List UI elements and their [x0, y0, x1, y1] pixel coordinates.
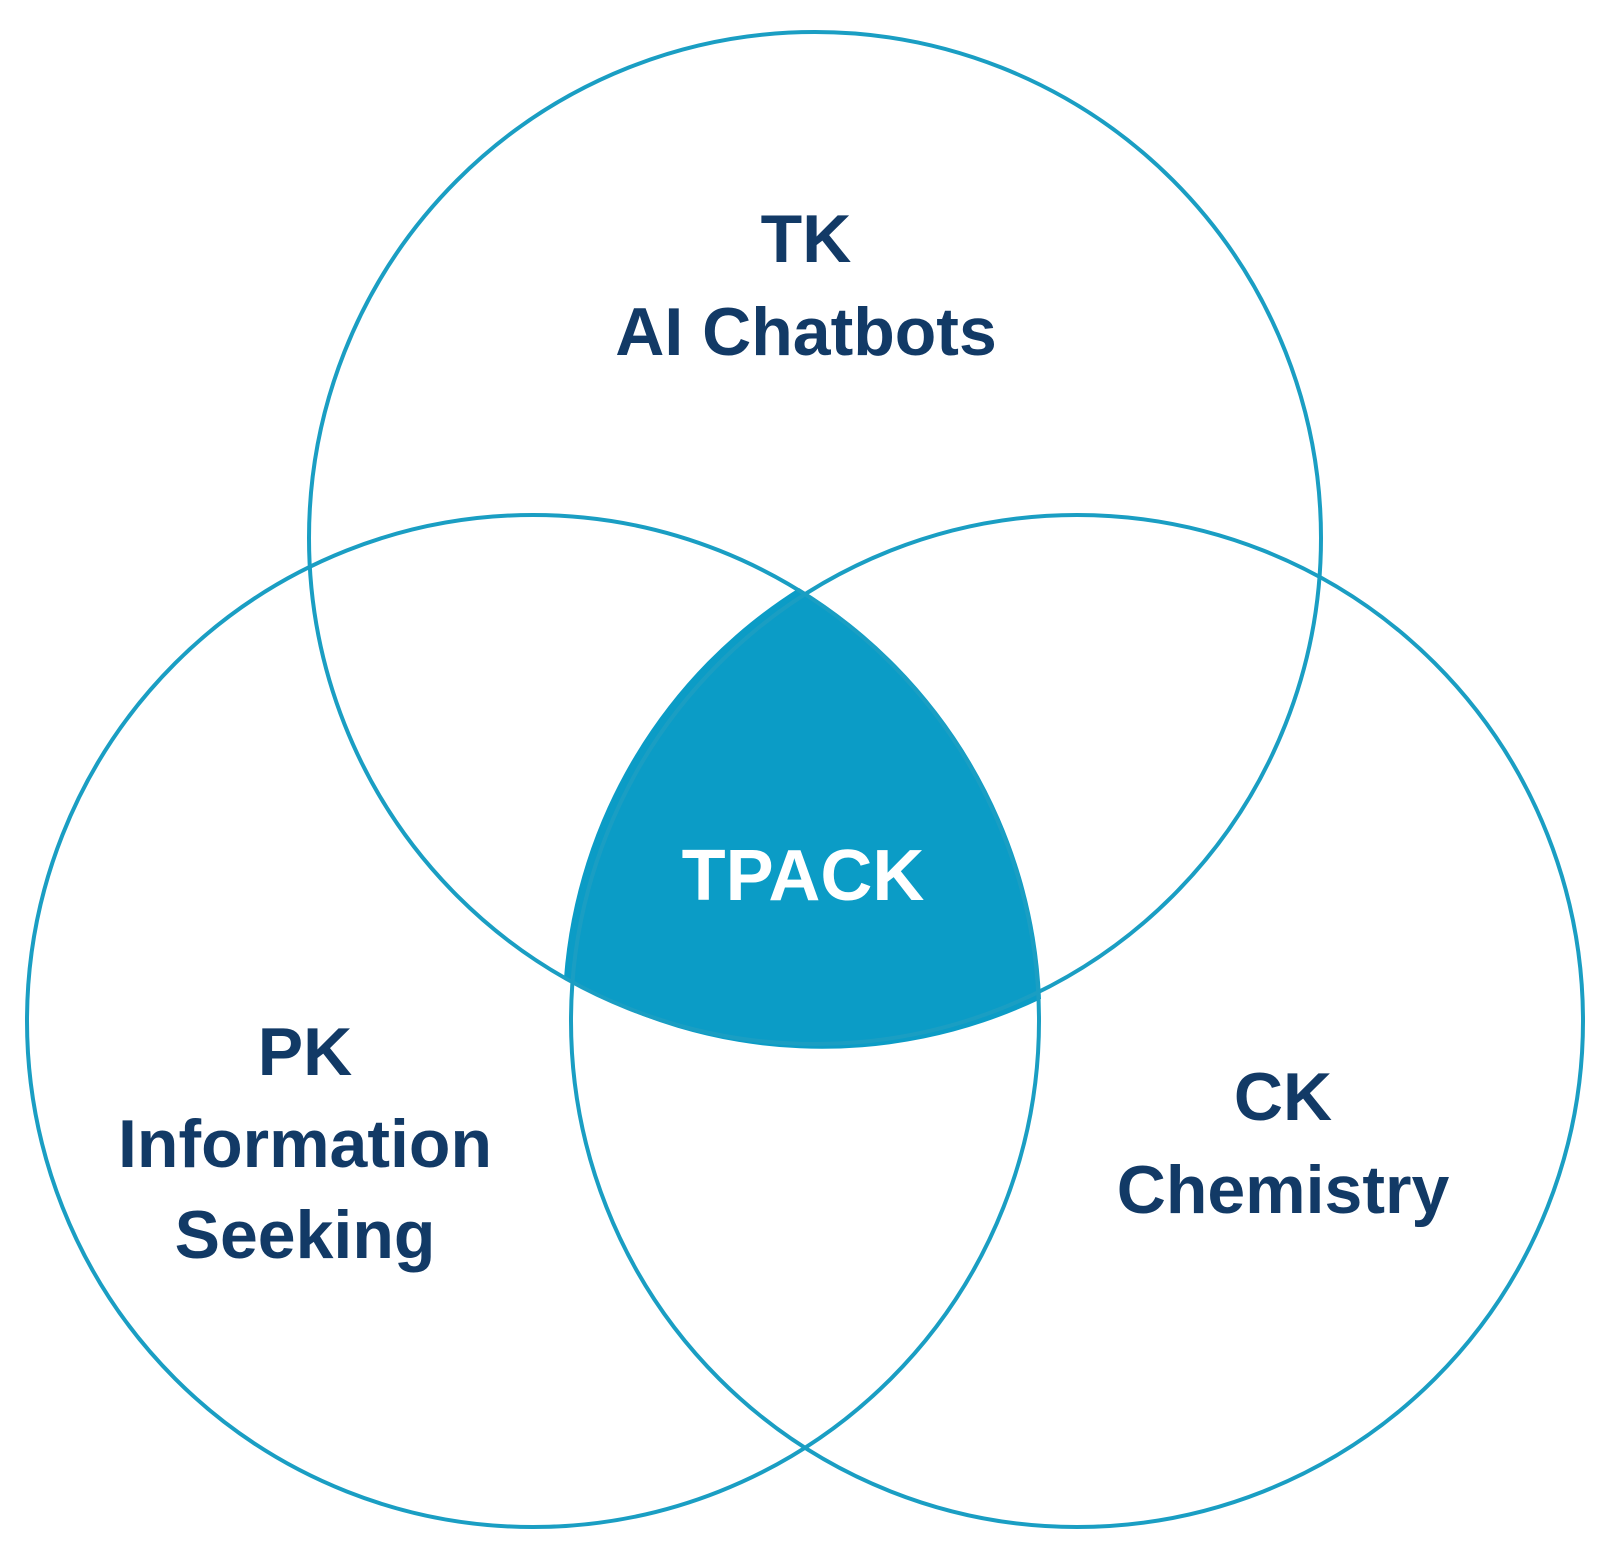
ck-name-label: Chemistry: [1117, 1152, 1450, 1228]
tk-name-label: AI Chatbots: [615, 294, 997, 370]
tpack-center-label: TPACK: [682, 836, 925, 916]
ck-abbr-label: CK: [1234, 1059, 1332, 1135]
ck-circle: [569, 513, 1585, 1529]
pk-abbr-label: PK: [258, 1014, 352, 1090]
pk-name-line1-label: Information: [118, 1106, 492, 1182]
pk-name-line2-label: Seeking: [175, 1197, 436, 1273]
pk-circle: [25, 513, 1041, 1529]
tk-circle: [307, 30, 1323, 1046]
tk-abbr-label: TK: [761, 201, 852, 277]
tpack-intersection-region: [564, 588, 1041, 1049]
